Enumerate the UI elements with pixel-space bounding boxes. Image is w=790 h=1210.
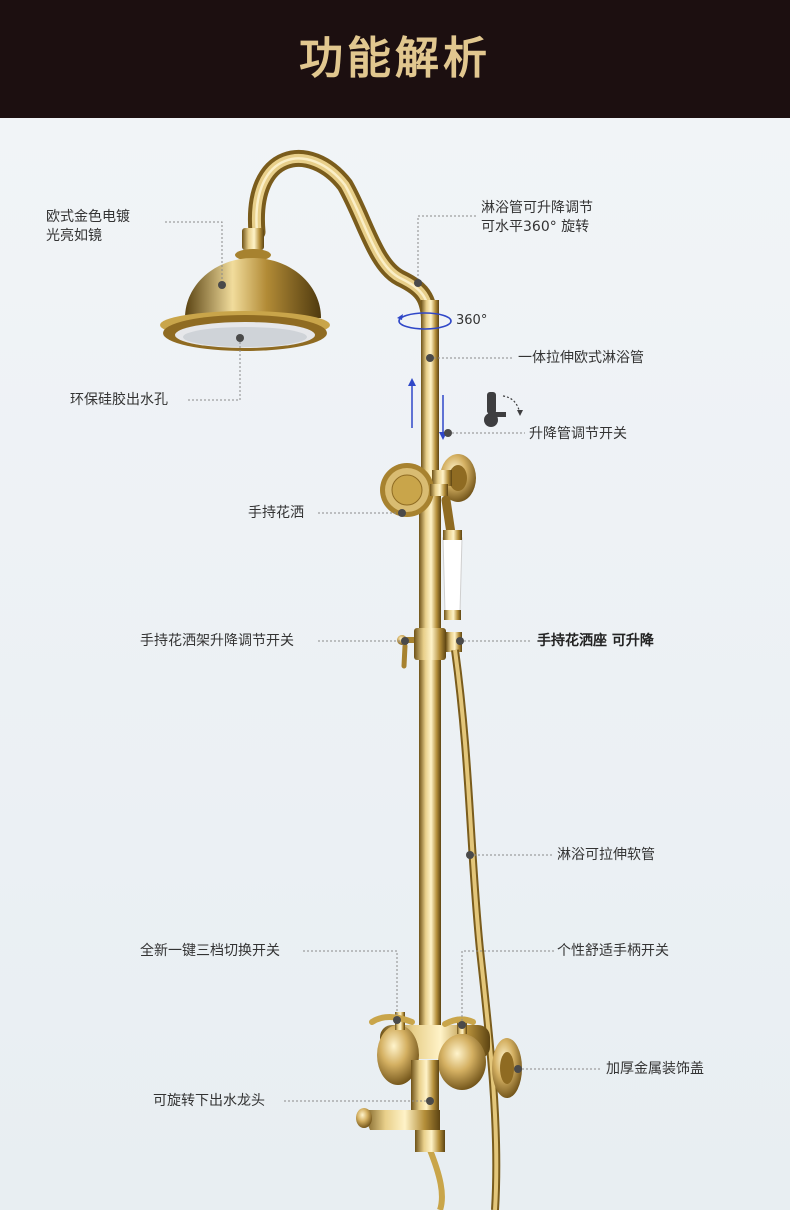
label-lift-rotate-2: 可水平360° 旋转 — [481, 219, 590, 235]
rotation-ring — [398, 312, 452, 330]
hand-shower — [380, 463, 463, 620]
mixer-valve — [369, 1012, 490, 1120]
label-cover: 加厚金属装饰盖 — [606, 1061, 704, 1077]
tub-spout — [356, 1108, 445, 1152]
label-handle-switch: 个性舒适手柄开关 — [557, 943, 669, 959]
label-lift-switch: 升降管调节开关 — [529, 426, 627, 442]
label-lift-rotate-1: 淋浴管可升降调节 — [481, 200, 593, 216]
label-three-way-switch: 全新一键三档切换开关 — [140, 943, 280, 959]
riser-pipe-upper — [421, 300, 439, 470]
header-banner: 功能解析 — [0, 0, 790, 118]
label-telescopic-pipe: 一体拉伸欧式淋浴管 — [518, 350, 644, 366]
label-nozzle: 环保硅胶出水孔 — [70, 392, 168, 408]
label-plating-2: 光亮如镜 — [46, 228, 102, 244]
label-plating-1: 欧式金色电镀 — [46, 209, 130, 225]
anchor-dots — [218, 279, 522, 1105]
rotation-degree-label: 360° — [456, 313, 488, 328]
lever-switch-icon — [484, 392, 523, 427]
leader-lines — [165, 215, 602, 1102]
riser-pipe-lower — [419, 470, 441, 1035]
page-title: 功能解析 — [299, 33, 491, 84]
wall-cover-plate — [492, 1038, 522, 1098]
label-hose: 淋浴可拉伸软管 — [557, 847, 655, 863]
flexible-hose — [451, 649, 501, 1210]
label-bracket-switch: 手持花洒架升降调节开关 — [140, 633, 294, 649]
label-spout: 可旋转下出水龙头 — [153, 1093, 265, 1109]
label-hand-shower: 手持花洒 — [248, 505, 304, 521]
label-seat-adjustable: 手持花洒座 可升降 — [537, 633, 654, 649]
rain-shower-head — [160, 228, 330, 351]
hand-shower-holder — [432, 454, 476, 502]
